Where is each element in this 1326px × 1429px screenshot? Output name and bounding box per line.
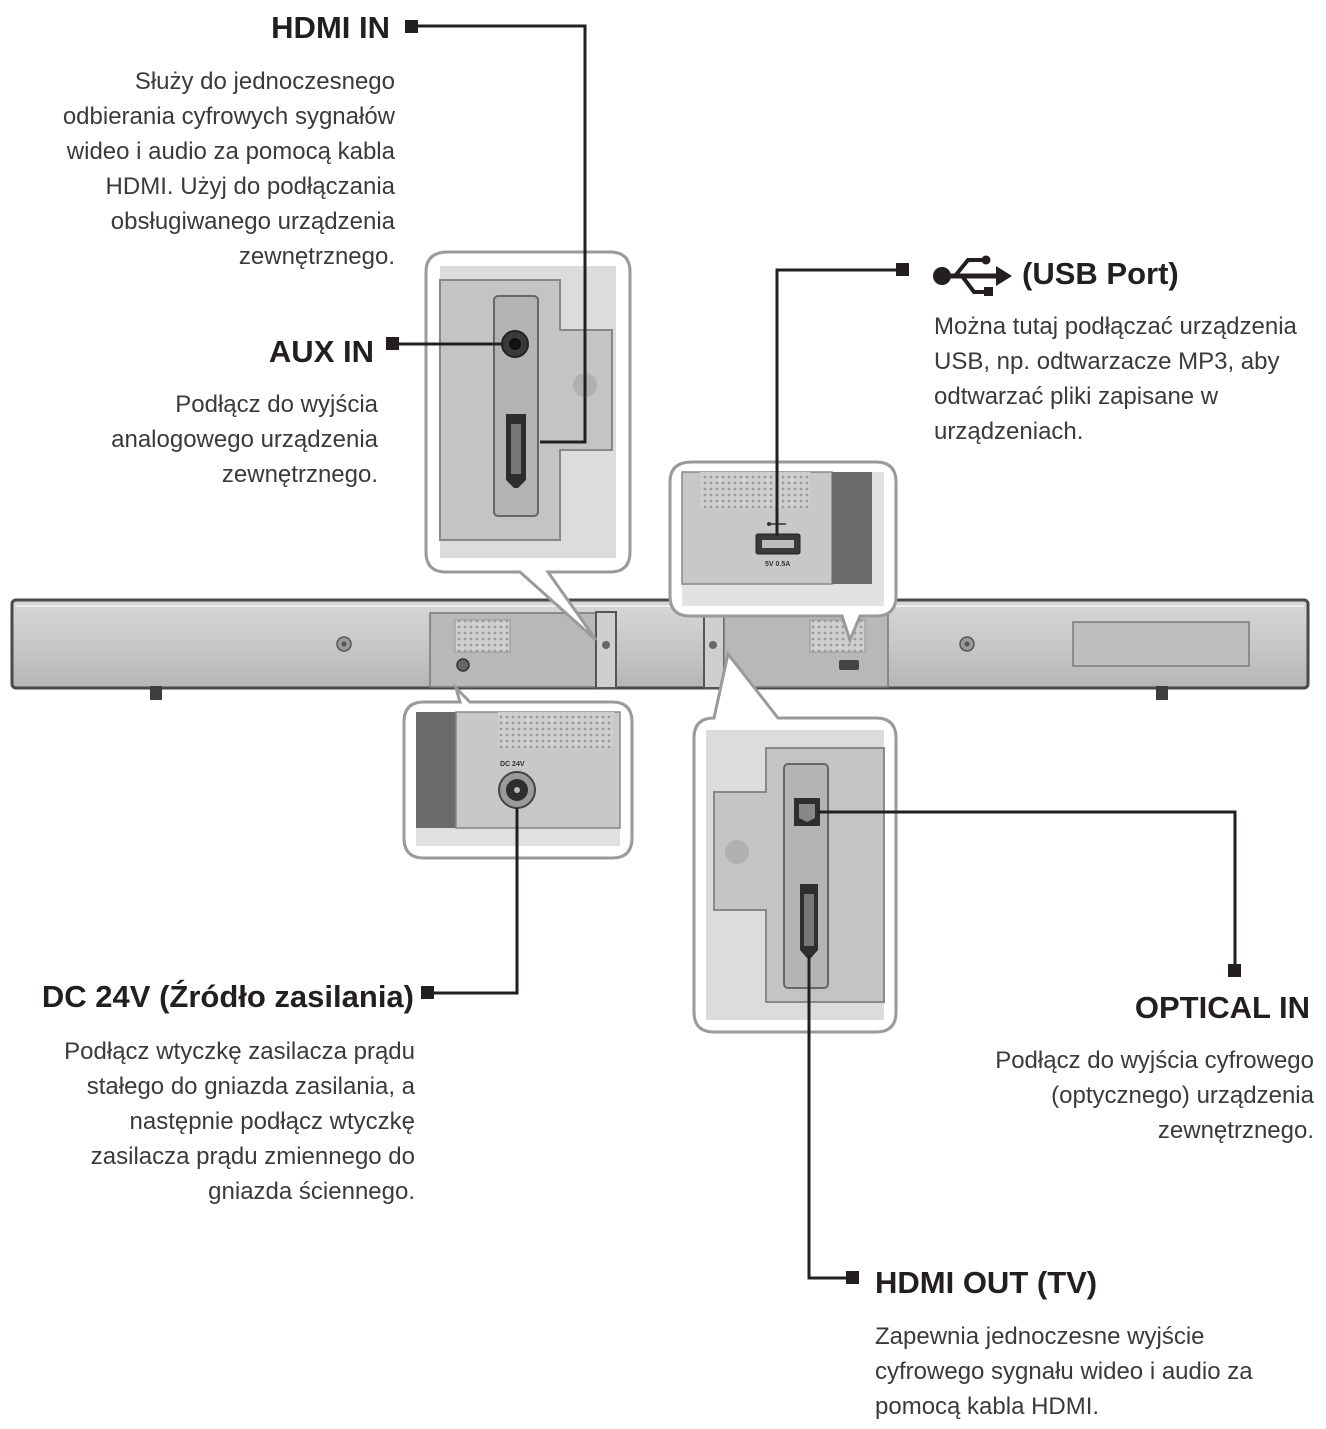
hdmi-out-leader <box>807 956 852 1280</box>
usb-leader <box>775 268 904 536</box>
optical-in-port-icon <box>794 798 820 826</box>
dc-power-description: Podłącz wtyczkę zasilacza prądu stałego … <box>64 1038 415 1205</box>
callout-optical-hdmi-out <box>692 650 898 1034</box>
dc-power-title: DC 24V (Źródło zasilania) <box>41 979 414 1014</box>
leader-lines <box>394 24 1237 1280</box>
dc-leader <box>428 808 519 995</box>
aux-in-title: AUX IN <box>268 334 374 369</box>
soundbar <box>10 598 1310 700</box>
usb-port-title: (USB Port) <box>1022 256 1179 291</box>
callout-dc-power: DC 24V <box>402 682 634 860</box>
optical-in-description: Podłącz do wyjścia cyfrowego (optycznego… <box>995 1047 1314 1144</box>
hdmi-out-port-icon <box>800 884 818 958</box>
usb-port-icon <box>755 533 801 555</box>
usb-port-marking: 5V 0.5A <box>765 561 790 568</box>
hdmi-in-leader <box>416 24 587 444</box>
leader-end-markers <box>386 20 1241 1284</box>
hdmi-in-port-icon <box>506 414 526 488</box>
callout-aux-hdmi-in <box>424 250 632 642</box>
aux-in-jack-icon <box>501 330 529 358</box>
optical-leader <box>818 810 1237 970</box>
usb-port-description: Można tutaj podłączać urządzenia USB, np… <box>934 313 1297 445</box>
hdmi-out-description: Zapewnia jednoczesne wyjście cyfrowego s… <box>875 1323 1253 1420</box>
dc-power-jack-icon <box>498 771 536 809</box>
callout-usb: 5V 0.5A <box>668 460 898 645</box>
screw-right-icon <box>959 636 975 652</box>
hdmi-out-title: HDMI OUT (TV) <box>875 1265 1098 1300</box>
optical-in-title: OPTICAL IN <box>1134 990 1310 1025</box>
dc-port-marking: DC 24V <box>500 761 525 768</box>
screw-left-icon <box>336 636 352 652</box>
usb-trident-icon <box>933 255 1012 296</box>
hdmi-in-description: Służy do jednoczesnego odbierania cyfrow… <box>62 68 395 270</box>
aux-in-description: Podłącz do wyjścia analogowego urządzeni… <box>111 391 378 488</box>
hdmi-in-title: HDMI IN <box>271 10 390 45</box>
